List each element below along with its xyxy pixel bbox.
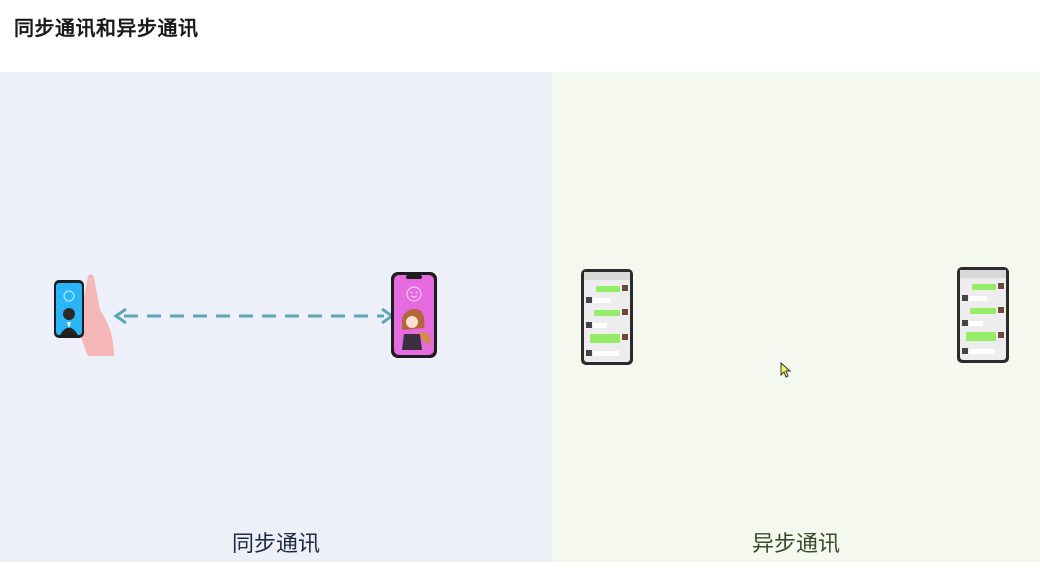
video-call-phone-icon bbox=[391, 272, 437, 358]
page-title: 同步通讯和异步通讯 bbox=[14, 16, 199, 40]
async-panel-label: 异步通讯 bbox=[751, 532, 840, 557]
cursor-icon bbox=[780, 362, 792, 378]
two-way-arrow-icon bbox=[113, 307, 395, 325]
hand-holding-phone-icon bbox=[54, 274, 114, 356]
sync-panel-label: 同步通讯 bbox=[231, 532, 320, 557]
chat-phone-icon bbox=[581, 269, 633, 365]
chat-phone-icon bbox=[957, 267, 1009, 363]
